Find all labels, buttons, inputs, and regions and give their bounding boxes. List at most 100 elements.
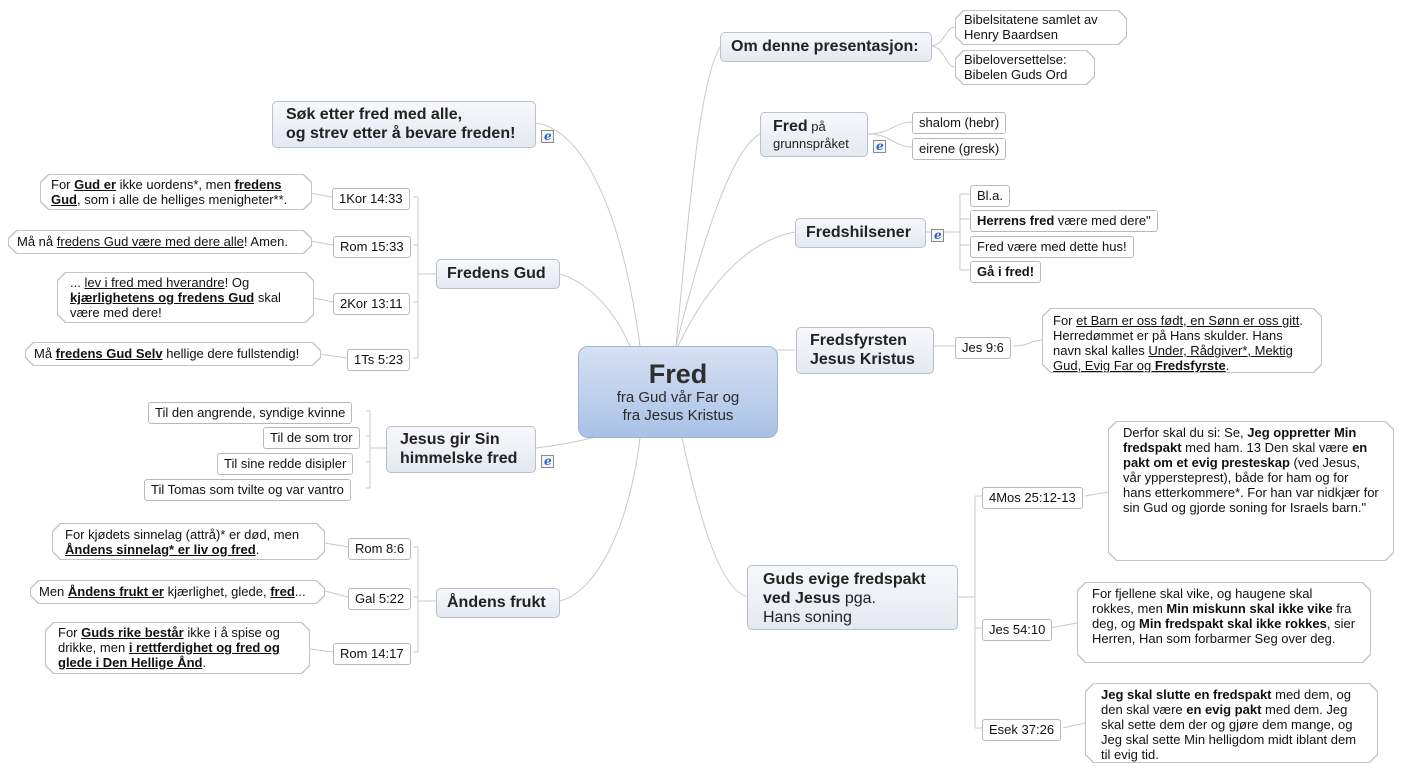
- topic-andens-frukt[interactable]: Åndens frukt: [436, 588, 560, 618]
- verse-1kor: For Gud er ikke uordens*, men fredens Gu…: [40, 174, 312, 210]
- andens-frukt-label: Åndens frukt: [447, 594, 546, 611]
- v-jes96-p3: .: [1225, 358, 1230, 373]
- fredens-gud-label: Fredens Gud: [447, 265, 546, 282]
- v-rom1533-a: Må nå: [17, 234, 57, 249]
- sok-line1: Søk etter fred med alle,: [286, 106, 463, 123]
- fredshilsener-label: Fredshilsener: [806, 224, 911, 241]
- ref-rom-15-33: Rom 15:33: [333, 236, 411, 258]
- v-2kor-d: kjærlighetens og fredens Gud: [70, 290, 255, 305]
- info-oversettelse-line1: Bibeloversettelse:: [964, 52, 1067, 67]
- v-rom1417-b: Guds rike består: [81, 625, 184, 640]
- v-2kor-b: lev i fred med hverandre: [84, 275, 225, 290]
- item-shalom: shalom (hebr): [912, 112, 1007, 134]
- v-gal-e: ...: [294, 584, 306, 599]
- v-2kor-e: skal være med dere!: [70, 290, 281, 320]
- ref-rom-14-17: Rom 14:17: [333, 643, 411, 665]
- v-esek-a: Jeg skal slutte en fredspakt: [1101, 687, 1272, 702]
- info-samlet-line1: Bibelsitatene samlet av: [964, 12, 1098, 27]
- verse-4mos: Derfor skal du si: Se, Jeg oppretter Min…: [1108, 421, 1394, 561]
- pakt-line3: Hans soning: [763, 609, 852, 626]
- v-gal-c: kjærlighet, glede,: [163, 584, 271, 599]
- grunn-line2: grunnspråket: [773, 136, 849, 151]
- v-1ts-c: hellige dere fullstendig!: [162, 346, 300, 361]
- central-subtitle-1: fra Gud vår Far og: [616, 389, 740, 406]
- v-rom1533-c: ! Amen.: [243, 234, 288, 249]
- v-1kor-e: , som i alle de helliges menigheter**.: [77, 192, 288, 207]
- v-rom86-c: .: [255, 542, 260, 557]
- ref-rom-8-6: Rom 8:6: [348, 538, 412, 560]
- ref-gal-5-22: Gal 5:22: [348, 588, 412, 610]
- jesus-line1: Jesus gir Sin: [400, 431, 500, 448]
- v-1kor-d: fredens Gud: [51, 177, 282, 207]
- v-rom1417-d: i rettferdighet og fred og glede i Den H…: [58, 640, 280, 670]
- item-ga-i-fred: Gå i fred!: [970, 261, 1042, 283]
- topic-sok-etter-fred[interactable]: Søk etter fred med alle, og strev etter …: [272, 101, 536, 148]
- pakt-line2-bold: ved Jesus: [763, 590, 841, 607]
- link-icon[interactable]: e: [541, 129, 554, 143]
- verse-jes-54-10: For fjellene skal vike, og haugene skal …: [1077, 582, 1371, 663]
- v-esek-b: med dem, og den skal være: [1101, 687, 1352, 717]
- v-jes54-e: , sier Herren, Han som forbarmer Seg ove…: [1092, 616, 1356, 646]
- ref-1ts: 1Ts 5:23: [347, 349, 411, 371]
- topic-om-denne-label: Om denne presentasjon:: [731, 38, 919, 55]
- verse-rom-15-33: Må nå fredens Gud være med dere alle! Am…: [8, 230, 312, 254]
- v-4mos-c: med ham. 13 Den skal være: [1181, 440, 1353, 455]
- herrens-fred-rest: være med dere": [1054, 213, 1151, 228]
- v-rom1417-a: For: [58, 625, 82, 640]
- v-2kor-a: ...: [70, 275, 85, 290]
- item-de-som-tror: Til de som tror: [263, 427, 360, 449]
- v-gal-b: Åndens frukt er: [67, 584, 164, 599]
- v-jes54-d: Min fredspakt skal ikke rokkes: [1139, 616, 1327, 631]
- link-icon[interactable]: e: [541, 454, 554, 468]
- ref-esek: Esek 37:26: [982, 719, 1062, 741]
- v-jes54-c: fra deg, og: [1092, 601, 1352, 631]
- v-4mos-e: (ved Jesus, vår yppersteprest), både for…: [1123, 455, 1379, 515]
- item-angrende-kvinne: Til den angrende, syndige kvinne: [148, 402, 353, 424]
- link-icon[interactable]: e: [873, 139, 886, 153]
- fredsfyrsten-line2: Jesus Kristus: [810, 351, 915, 368]
- pakt-line2-rest: pga.: [840, 590, 876, 607]
- v-rom86-b: Åndens sinnelag* er liv og fred: [65, 542, 256, 557]
- verse-esek: Jeg skal slutte en fredspakt med dem, og…: [1085, 683, 1378, 763]
- v-2kor-c: ! Og: [224, 275, 250, 290]
- v-1ts-a: Må: [34, 346, 56, 361]
- herrens-fred-bold: Herrens fred: [977, 213, 1055, 228]
- v-jes54-a: For fjellene skal vike, og haugene skal …: [1092, 586, 1313, 616]
- v-gal-d: fred: [270, 584, 295, 599]
- verse-rom-14-17: For Guds rike består ikke i å spise og d…: [45, 622, 310, 674]
- v-jes96-u2: Under, Rådgiver*, Mektig Gud, Evig Far o…: [1053, 343, 1293, 373]
- v-1kor-b: Gud er: [74, 177, 117, 192]
- item-redde-disipler: Til sine redde disipler: [217, 453, 354, 475]
- sok-line2: og strev etter å bevare freden!: [286, 125, 516, 142]
- pakt-line1: Guds evige fredspakt: [763, 571, 926, 588]
- topic-fred-grunnspraket[interactable]: Fred på grunnspråket: [760, 112, 868, 157]
- v-jes96-p1: For: [1053, 313, 1077, 328]
- topic-om-denne[interactable]: Om denne presentasjon:: [720, 32, 932, 62]
- central-topic[interactable]: Fred fra Gud vår Far og fra Jesus Kristu…: [578, 346, 778, 438]
- jesus-line2: himmelske fred: [400, 450, 518, 467]
- topic-fredens-gud[interactable]: Fredens Gud: [436, 259, 560, 289]
- v-4mos-a: Derfor skal du si: Se,: [1123, 425, 1248, 440]
- v-jes96-u1: et Barn er oss født, en Sønn er oss gitt: [1076, 313, 1300, 328]
- fredsfyrsten-line1: Fredsfyrsten: [810, 332, 907, 349]
- v-rom86-a: For kjødets sinnelag (attrå)* er død, me…: [65, 527, 300, 542]
- v-4mos-b: Jeg oppretter Min fredspakt: [1123, 425, 1357, 455]
- verse-rom-8-6: For kjødets sinnelag (attrå)* er død, me…: [52, 523, 325, 560]
- ref-1kor: 1Kor 14:33: [332, 188, 410, 210]
- v-1kor-a: For: [51, 177, 75, 192]
- topic-guds-fredspakt[interactable]: Guds evige fredspakt ved Jesus pga. Hans…: [747, 565, 958, 630]
- topic-fredsfyrsten[interactable]: Fredsfyrsten Jesus Kristus: [796, 327, 934, 374]
- topic-fredshilsener[interactable]: Fredshilsener: [795, 218, 926, 248]
- v-gal-a: Men: [39, 584, 68, 599]
- item-herrens-fred: Herrens fred være med dere": [970, 210, 1158, 232]
- topic-jesus-gir-fred[interactable]: Jesus gir Sin himmelske fred: [386, 426, 536, 473]
- ref-2kor: 2Kor 13:11: [333, 293, 410, 315]
- item-eirene: eirene (gresk): [912, 138, 1007, 160]
- v-rom1417-c: ikke i å spise og drikke, men: [58, 625, 280, 655]
- link-icon[interactable]: e: [931, 228, 944, 242]
- central-title: Fred: [648, 359, 708, 389]
- ga-i-fred-bold: Gå i fred!: [977, 264, 1035, 279]
- verse-jes-9-6: For et Barn er oss født, en Sønn er oss …: [1042, 308, 1322, 373]
- item-bla: Bl.a.: [970, 185, 1011, 207]
